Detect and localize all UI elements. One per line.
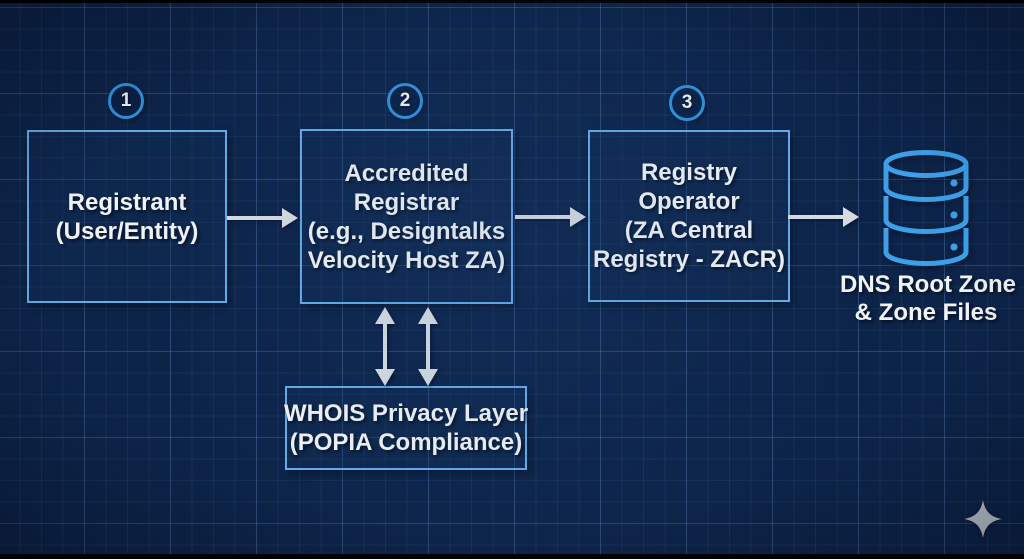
registrant-box-label: Registrant (User/Entity): [56, 188, 199, 246]
sparkle-icon: [964, 500, 1002, 538]
box-line: Registry - ZACR): [592, 246, 785, 273]
step-number: 1: [120, 90, 132, 111]
registrant-box: Registrant (User/Entity): [27, 130, 227, 303]
registry-operator-box: Registry Operator (ZA Central Registry -…: [588, 130, 790, 302]
box-line: Accredited: [344, 159, 469, 187]
dns-root-zone-label: DNS Root Zone & Zone Files: [840, 271, 1016, 327]
sparkle-icon: [964, 500, 1002, 543]
box-line: Registrar: [353, 188, 460, 216]
arrow-right-icon: [227, 208, 298, 228]
accredited-registrar-box-label: Accredited Registrar (e.g., Designtalks …: [308, 159, 505, 275]
box-line: (User/Entity): [55, 217, 199, 245]
step-1-badge: 1: [108, 83, 144, 119]
box-line: Registrant: [67, 188, 187, 216]
top-letterbox-bar: [0, 0, 1024, 3]
box-line: Registry: [640, 159, 738, 186]
bottom-letterbox-bar: [0, 554, 1024, 559]
box-line: Velocity Host ZA): [307, 246, 506, 274]
box-line: (e.g., Designtalks: [307, 217, 506, 245]
db-label-line: & Zone Files: [854, 299, 998, 326]
database-icon: [883, 150, 969, 266]
step-number: 2: [399, 90, 411, 111]
arrow-registrant-to-registrar: [227, 206, 299, 235]
arrow-registry-to-dns: [788, 205, 860, 234]
arrow-registrar-to-registry: [515, 205, 587, 234]
double-arrow-vertical-icon: [375, 307, 395, 386]
registry-operator-box-label: Registry Operator (ZA Central Registry -…: [593, 158, 785, 274]
step-2-badge: 2: [387, 83, 423, 119]
double-arrow-registrar-whois-left: [373, 307, 397, 391]
database-icon: [882, 150, 970, 273]
box-line: (POPIA Compliance): [289, 429, 523, 456]
step-number: 3: [681, 92, 693, 113]
box-line: WHOIS Privacy Layer: [283, 400, 529, 427]
accredited-registrar-box: Accredited Registrar (e.g., Designtalks …: [300, 129, 513, 304]
arrow-right-icon: [515, 207, 586, 227]
db-label-line: DNS Root Zone: [840, 271, 1016, 298]
whois-privacy-box-label: WHOIS Privacy Layer (POPIA Compliance): [284, 399, 528, 457]
arrow-right-icon: [788, 207, 859, 227]
whois-privacy-box: WHOIS Privacy Layer (POPIA Compliance): [284, 386, 528, 470]
double-arrow-vertical-icon: [418, 307, 438, 386]
box-line: (ZA Central: [624, 217, 754, 244]
step-3-badge: 3: [669, 85, 705, 121]
box-line: Operator: [638, 188, 740, 215]
double-arrow-registrar-whois-right: [416, 307, 440, 391]
